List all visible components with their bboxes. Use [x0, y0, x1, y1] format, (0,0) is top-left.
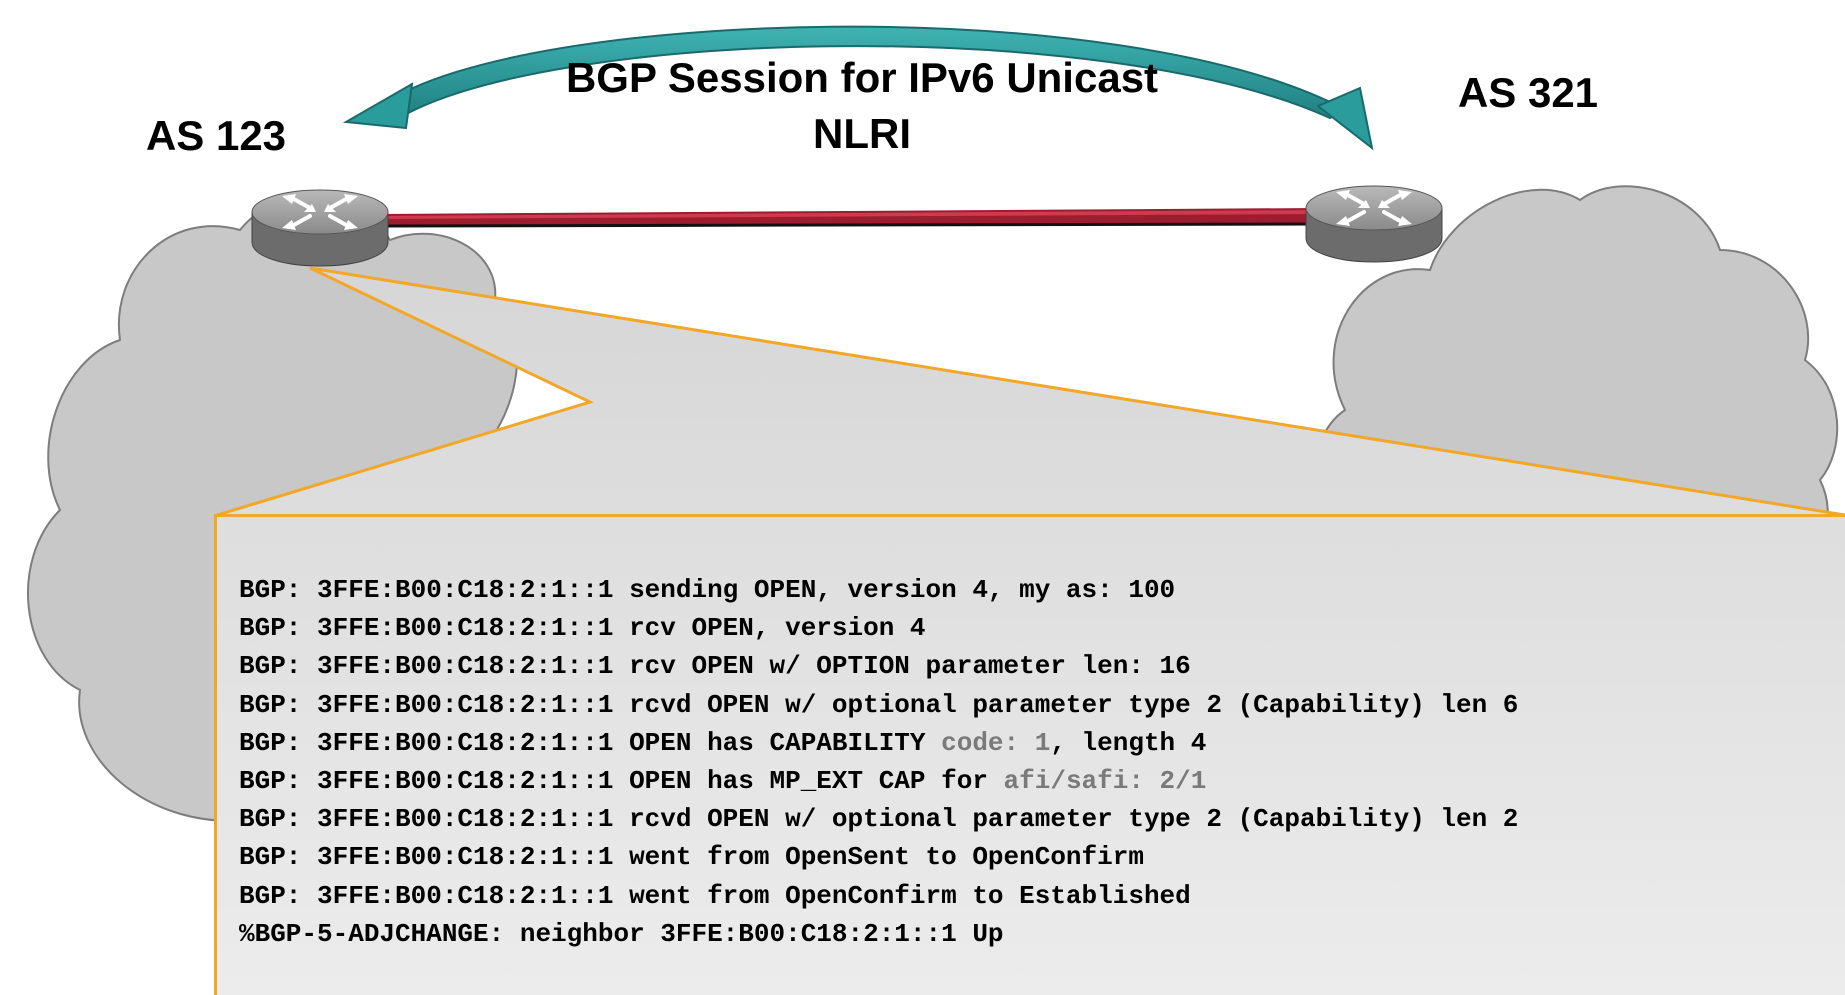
curved-double-arrow-icon: [342, 25, 1374, 151]
log-highlight: afi/safi: 2/1: [1003, 766, 1207, 797]
log-line: BGP: 3FFE:B00:C18:2:1::1 OPEN has CAPABI…: [239, 724, 1845, 762]
log-highlight: code: 1: [941, 727, 1051, 758]
log-text: BGP: 3FFE:B00:C18:2:1::1 rcv OPEN, versi…: [239, 613, 926, 644]
log-text: BGP: 3FFE:B00:C18:2:1::1 OPEN has CAPABI…: [239, 727, 942, 758]
session-label-line2: NLRI: [813, 110, 911, 157]
log-text: , length 4: [1050, 727, 1207, 758]
log-line: BGP: 3FFE:B00:C18:2:1::1 rcv OPEN, versi…: [239, 609, 1845, 647]
log-text: BGP: 3FFE:B00:C18:2:1::1 OPEN has MP_EXT…: [239, 766, 1004, 797]
log-line: %BGP-5-ADJCHANGE: neighbor 3FFE:B00:C18:…: [239, 915, 1845, 953]
log-line: BGP: 3FFE:B00:C18:2:1::1 rcvd OPEN w/ op…: [239, 686, 1845, 724]
wan-link: [374, 208, 1321, 228]
log-line: BGP: 3FFE:B00:C18:2:1::1 OPEN has MP_EXT…: [239, 762, 1845, 800]
log-line: BGP: 3FFE:B00:C18:2:1::1 went from OpenC…: [239, 877, 1845, 915]
log-text: BGP: 3FFE:B00:C18:2:1::1 rcvd OPEN w/ op…: [239, 689, 1519, 720]
log-line: BGP: 3FFE:B00:C18:2:1::1 rcvd OPEN w/ op…: [239, 800, 1845, 838]
log-text: %BGP-5-ADJCHANGE: neighbor 3FFE:B00:C18:…: [239, 918, 1004, 949]
right-as-label: AS 321: [1458, 69, 1598, 116]
log-text: BGP: 3FFE:B00:C18:2:1::1 sending OPEN, v…: [239, 575, 1176, 605]
session-label-line1: BGP Session for IPv6 Unicast: [566, 54, 1158, 101]
log-text: BGP: 3FFE:B00:C18:2:1::1 went from OpenS…: [239, 842, 1144, 873]
router-icon: [1305, 185, 1443, 263]
callout-shape: [213, 266, 1845, 995]
log-line: BGP: 3FFE:B00:C18:2:1::1 sending OPEN, v…: [239, 571, 1845, 609]
log-text: BGP: 3FFE:B00:C18:2:1::1 rcvd OPEN w/ op…: [239, 804, 1519, 835]
router-icon: [251, 189, 389, 267]
log-line: BGP: 3FFE:B00:C18:2:1::1 rcv OPEN w/ OPT…: [239, 647, 1845, 685]
log-line: BGP: 3FFE:B00:C18:2:1::1 went from OpenS…: [239, 838, 1845, 876]
log-text: BGP: 3FFE:B00:C18:2:1::1 went from OpenC…: [239, 880, 1191, 911]
left-as-label: AS 123: [146, 112, 286, 159]
bgp-debug-log-callout: BGP: 3FFE:B00:C18:2:1::1 sending OPEN, v…: [214, 514, 1845, 995]
log-text: BGP: 3FFE:B00:C18:2:1::1 rcv OPEN w/ OPT…: [239, 651, 1191, 682]
debug-log-lines: BGP: 3FFE:B00:C18:2:1::1 sending OPEN, v…: [239, 571, 1845, 953]
